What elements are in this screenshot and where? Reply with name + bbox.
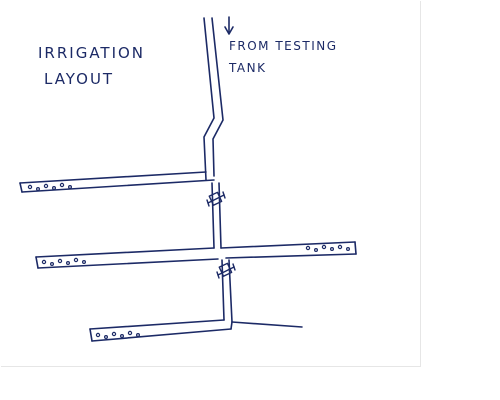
valve-icon	[216, 262, 236, 279]
title-line2: LAYOUT	[44, 70, 114, 88]
emitter-section-upper	[27, 182, 72, 192]
emitter-section-middle-right	[305, 244, 351, 253]
lateral-pipe-middle	[35, 241, 357, 269]
valve-icon	[206, 191, 226, 207]
arrow-down-icon	[224, 16, 234, 35]
lateral-pipe-upper	[19, 171, 215, 193]
emitter-section-lower	[95, 330, 141, 340]
source-label-line1: FROM TESTING	[229, 39, 338, 53]
main-pipe-segment-middle	[211, 182, 222, 249]
main-supply-pipe	[203, 17, 224, 181]
paper-sheet	[0, 0, 420, 366]
source-label-line2: TANK	[228, 61, 266, 75]
lateral-pipe-lower	[89, 319, 303, 342]
emitter-section-middle-left	[41, 257, 86, 267]
title-line1: IRRIGATION	[38, 44, 145, 62]
main-pipe-segment-lower	[221, 259, 233, 323]
